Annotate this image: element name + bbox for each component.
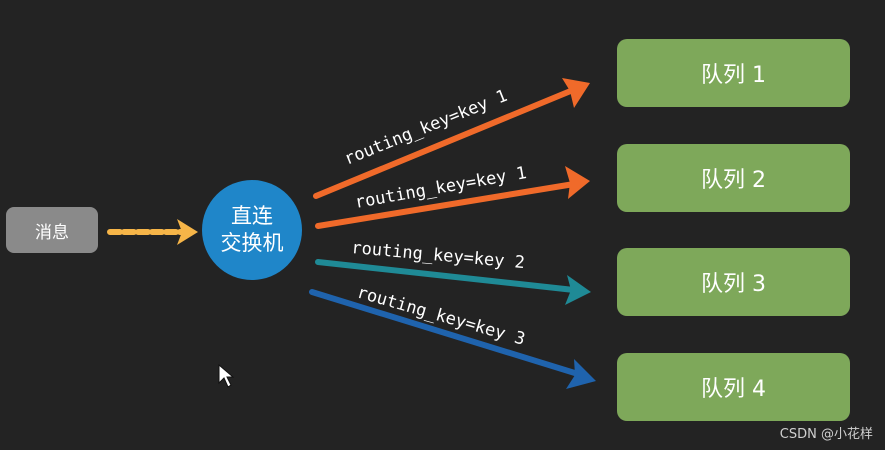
queue-label: 队列 3 [701,272,766,297]
watermark: CSDN @小花样 [779,427,873,442]
direct-exchange-node: 直连 交换机 [202,180,302,280]
routing-arrow-4 [309,289,596,389]
queue-node-2: 队列 2 [617,144,850,212]
message-node: 消息 [6,207,98,253]
routing-arrow-1 [313,78,590,199]
queue-label: 队列 2 [701,168,766,193]
queue-label: 队列 4 [701,377,766,402]
exchange-label-line2: 交换机 [220,231,284,255]
queue-node-1: 队列 1 [617,39,850,107]
exchange-label-line1: 直连 [231,204,273,228]
mouse-cursor-icon [218,364,234,388]
routing-arrow-2 [315,166,590,229]
queue-label: 队列 1 [701,63,766,88]
queue-node-3: 队列 3 [617,248,850,316]
message-label: 消息 [35,222,69,243]
queue-node-4: 队列 4 [617,353,850,421]
routing-arrow-3 [315,259,591,305]
input-arrow [107,219,198,245]
